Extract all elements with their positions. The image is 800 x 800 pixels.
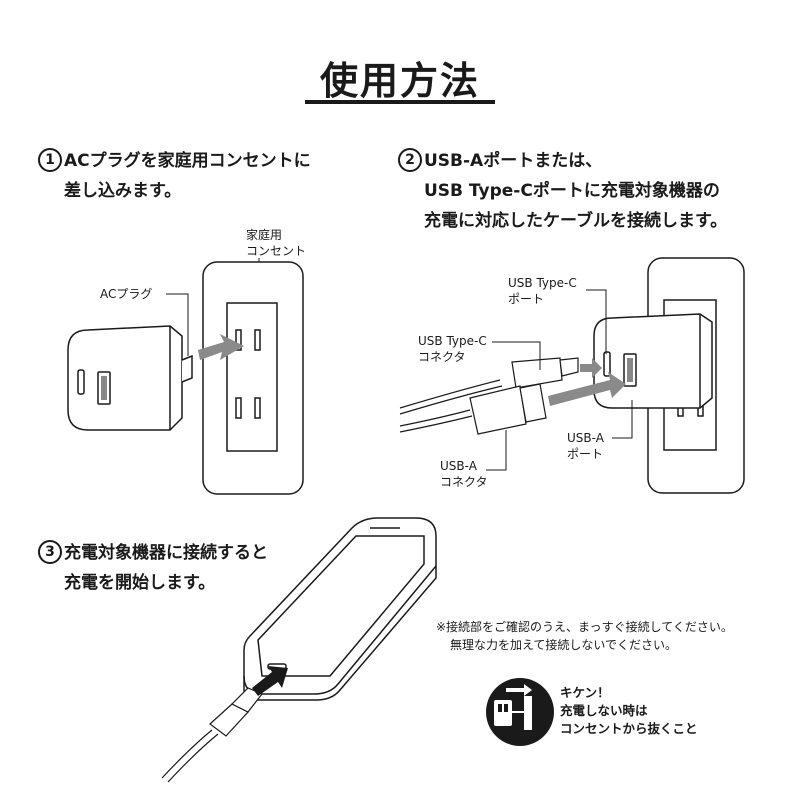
insert-arrow-usba [548,372,626,406]
title-underline [305,100,495,104]
caution-note: ※接続部をご確認のうえ、まっすぐ接続してください。 無理な力を加えて接続しないで… [436,620,733,652]
step-number-2: 2 [398,148,422,172]
step-1-line-2: 差し込みます。 [64,181,182,201]
smartphone-illustration [243,517,437,701]
usbc-port-leader [586,289,607,354]
insert-arrow-usbc [580,358,602,378]
usba-connector-leader [486,430,507,471]
step-2-line-2: USB Type-Cポートに充電対象機器の [424,181,720,201]
step-2-line-3: 充電に対応したケーブルを接続します。 [424,211,728,231]
step-number-1: 1 [38,148,62,172]
step-number-3: 3 [38,540,62,564]
usbc-connector-leader [492,341,541,370]
ac-adapter-illustration [67,325,193,431]
step-3-line-2: 充電を開始します。 [64,573,216,593]
usbc-cable-illustration [161,687,263,783]
insert-arrow-phone [252,666,288,696]
usba-port-leader [612,400,633,439]
wall-outlet-illustration-1 [202,261,304,495]
ac-plug-label: ACプラグ [100,287,153,301]
step-2-line-1: USB-Aポートまたは、 [424,151,603,171]
page-title: 使用方法 [319,59,480,103]
step-1-line-1: ACプラグを家庭用コンセントに [64,151,311,171]
ac-plug-leader-line [166,293,189,356]
warning-text: キケン！ 充電しない時は コンセントから抜くこと [560,685,698,736]
plug-unplug-icon [486,678,554,746]
outlet-label: 家庭用コンセント [246,228,307,258]
insert-arrow-1 [198,334,244,360]
step-3-line-1: 充電対象機器に接続すると [64,543,268,563]
usb-cables-illustration [399,357,579,435]
